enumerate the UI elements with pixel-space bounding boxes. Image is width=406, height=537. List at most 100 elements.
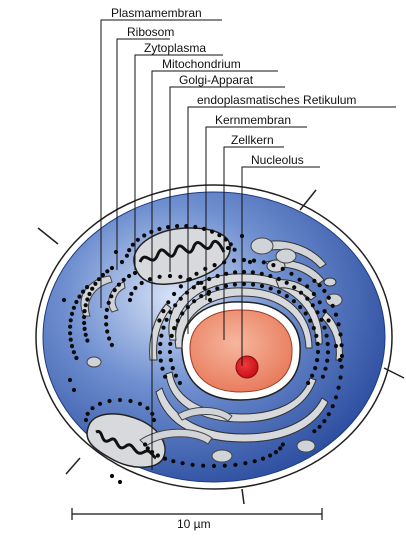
ribosome-dot bbox=[311, 303, 315, 307]
ribosome-dot bbox=[242, 282, 246, 286]
ribosome-dot bbox=[312, 429, 316, 433]
ribosome-dot bbox=[159, 334, 163, 338]
ribosome-dot bbox=[229, 242, 233, 246]
ribosome-dot bbox=[274, 450, 278, 454]
ribosome-dot bbox=[168, 310, 172, 314]
ribosome-dot bbox=[68, 331, 72, 335]
ribosome-dot bbox=[340, 343, 344, 347]
ribosome-dot bbox=[83, 327, 87, 331]
ribosome-dot bbox=[285, 281, 289, 285]
ribosome-dot bbox=[251, 270, 255, 274]
ribosome-dot bbox=[224, 272, 228, 276]
ribosome-dot bbox=[158, 275, 162, 279]
ribosome-dot bbox=[318, 425, 322, 429]
label-kernmembran: Kernmembran bbox=[215, 113, 291, 127]
ribosome-dot bbox=[70, 312, 74, 316]
ribosome-dot bbox=[304, 311, 308, 315]
ribosome-dot bbox=[120, 260, 124, 264]
ribosome-dot bbox=[84, 333, 88, 337]
ribosome-dot bbox=[253, 459, 257, 463]
ribosome-dot bbox=[248, 260, 252, 264]
ribosome-dot bbox=[146, 446, 150, 450]
ribosome-dot bbox=[208, 298, 212, 302]
ribosome-dot bbox=[93, 282, 97, 286]
ribosome-dot bbox=[136, 238, 140, 242]
label-nucleolus: Nucleolus bbox=[251, 153, 304, 167]
ribosome-dot bbox=[192, 299, 196, 303]
nucleus bbox=[190, 310, 292, 392]
ribosome-dot bbox=[168, 350, 172, 354]
ribosome-dot bbox=[163, 457, 167, 461]
ribosome-dot bbox=[179, 284, 183, 288]
ribosome-dot bbox=[192, 285, 196, 289]
ribosome-dot bbox=[140, 281, 144, 285]
ribosome-dot bbox=[233, 282, 237, 286]
ribosome-dot bbox=[210, 230, 214, 234]
ribosome-dot bbox=[165, 318, 169, 322]
ribosome-dot bbox=[315, 358, 319, 362]
ribosome-dot bbox=[127, 274, 131, 278]
ribosome-dot bbox=[251, 282, 255, 286]
ribosome-dot bbox=[306, 381, 310, 385]
ribosome-dot bbox=[179, 297, 183, 301]
ribosome-dot bbox=[171, 366, 175, 370]
ribosome-dot bbox=[268, 453, 272, 457]
ribosome-dot bbox=[125, 254, 129, 258]
label-mitochondrium: Mitochondrium bbox=[162, 57, 241, 71]
ribosome-dot bbox=[326, 350, 330, 354]
ribosome-dot bbox=[84, 418, 88, 422]
ribosome-dot bbox=[83, 309, 87, 313]
ribosome-dot bbox=[193, 225, 197, 229]
ribosome-dot bbox=[260, 272, 264, 276]
ribosome-dot bbox=[261, 457, 265, 461]
ribosome-dot bbox=[196, 281, 200, 285]
ribosome-dot bbox=[152, 418, 156, 422]
ribosome-dot bbox=[161, 309, 165, 313]
ribosome-dot bbox=[117, 283, 121, 287]
ribosome-dot bbox=[327, 412, 331, 416]
ribosome-dot bbox=[223, 464, 227, 468]
ribosome-dot bbox=[143, 442, 147, 446]
ribosome-dot bbox=[133, 286, 137, 290]
ribosome-dot bbox=[161, 326, 165, 330]
ribosome-dot bbox=[338, 375, 342, 379]
scale-bar-label: 10 µm bbox=[177, 517, 211, 531]
ribosome-dot bbox=[157, 318, 161, 322]
ribosome-dot bbox=[168, 342, 172, 346]
ribosome-dot bbox=[158, 350, 162, 354]
ribosome-dot bbox=[331, 304, 335, 308]
ribosome-dot bbox=[232, 259, 236, 263]
ribosome-dot bbox=[166, 300, 170, 304]
ribosome-dot bbox=[128, 399, 132, 403]
ribosome-dot bbox=[110, 266, 114, 270]
label-zellkern: Zellkern bbox=[231, 133, 274, 147]
ribosome-dot bbox=[327, 296, 331, 300]
ribosome-dot bbox=[224, 284, 228, 288]
ribosome-dot bbox=[145, 406, 149, 410]
ribosome-dot bbox=[305, 284, 309, 288]
ribosome-dot bbox=[85, 338, 89, 342]
ribosome-dot bbox=[148, 277, 152, 281]
ribosome-dot bbox=[242, 270, 246, 274]
ribosome-dot bbox=[298, 305, 302, 309]
ribosome-dot bbox=[203, 267, 207, 271]
ribosome-dot bbox=[215, 286, 219, 290]
label-golgi-apparat: Golgi-Apparat bbox=[179, 73, 253, 87]
ribosome-dot bbox=[172, 292, 176, 296]
ribosome-dot bbox=[202, 227, 206, 231]
ribosome-dot bbox=[292, 285, 296, 289]
ribosome-dot bbox=[176, 319, 180, 323]
ribosome-dot bbox=[188, 277, 192, 281]
ribosome-dot bbox=[277, 277, 281, 281]
ribosome-dot bbox=[77, 295, 81, 299]
ribosome-dot bbox=[312, 279, 316, 283]
ribosome-dot bbox=[90, 287, 94, 291]
ribosome-dot bbox=[337, 322, 341, 326]
ribosome-dot bbox=[271, 263, 275, 267]
ribosome-dot bbox=[212, 464, 216, 468]
ribosome-dot bbox=[173, 303, 177, 307]
ribosome-dot bbox=[322, 289, 326, 293]
ribosome-dot bbox=[281, 442, 285, 446]
ribosome-dot bbox=[172, 326, 176, 330]
ribosome-dot bbox=[340, 354, 344, 358]
